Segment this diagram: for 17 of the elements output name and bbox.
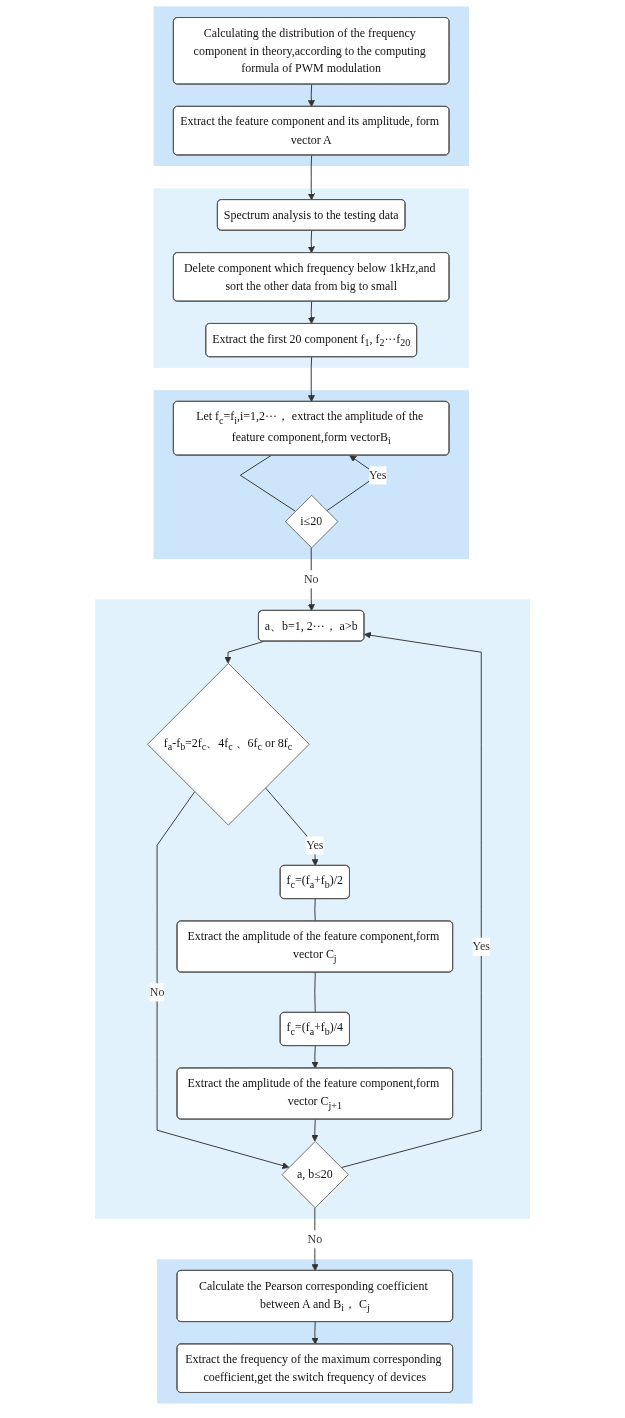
cluster xyxy=(153,6,469,167)
connector xyxy=(239,455,296,512)
connector xyxy=(314,898,316,922)
cluster xyxy=(153,390,469,559)
node-diamond: a, b≤20 xyxy=(281,1141,349,1209)
edge-label: Yes xyxy=(306,838,324,852)
edge-label: Yes xyxy=(472,939,490,953)
connector xyxy=(314,972,316,1014)
node-diamond: i≤20 xyxy=(284,494,339,549)
edge-label: Yes xyxy=(369,468,387,482)
edge-label: No xyxy=(307,1232,323,1246)
node-diamond: f$_{a}$-f$_{b}$=2f$_{c}$、4f$_{c}$ 、6f$_{c}$ or 8f$_{c}$ xyxy=(147,662,310,826)
edge-label: No xyxy=(149,985,165,999)
cluster xyxy=(153,188,469,368)
edge-label: No xyxy=(303,572,319,586)
cluster xyxy=(157,1259,473,1404)
cluster xyxy=(95,599,530,1219)
